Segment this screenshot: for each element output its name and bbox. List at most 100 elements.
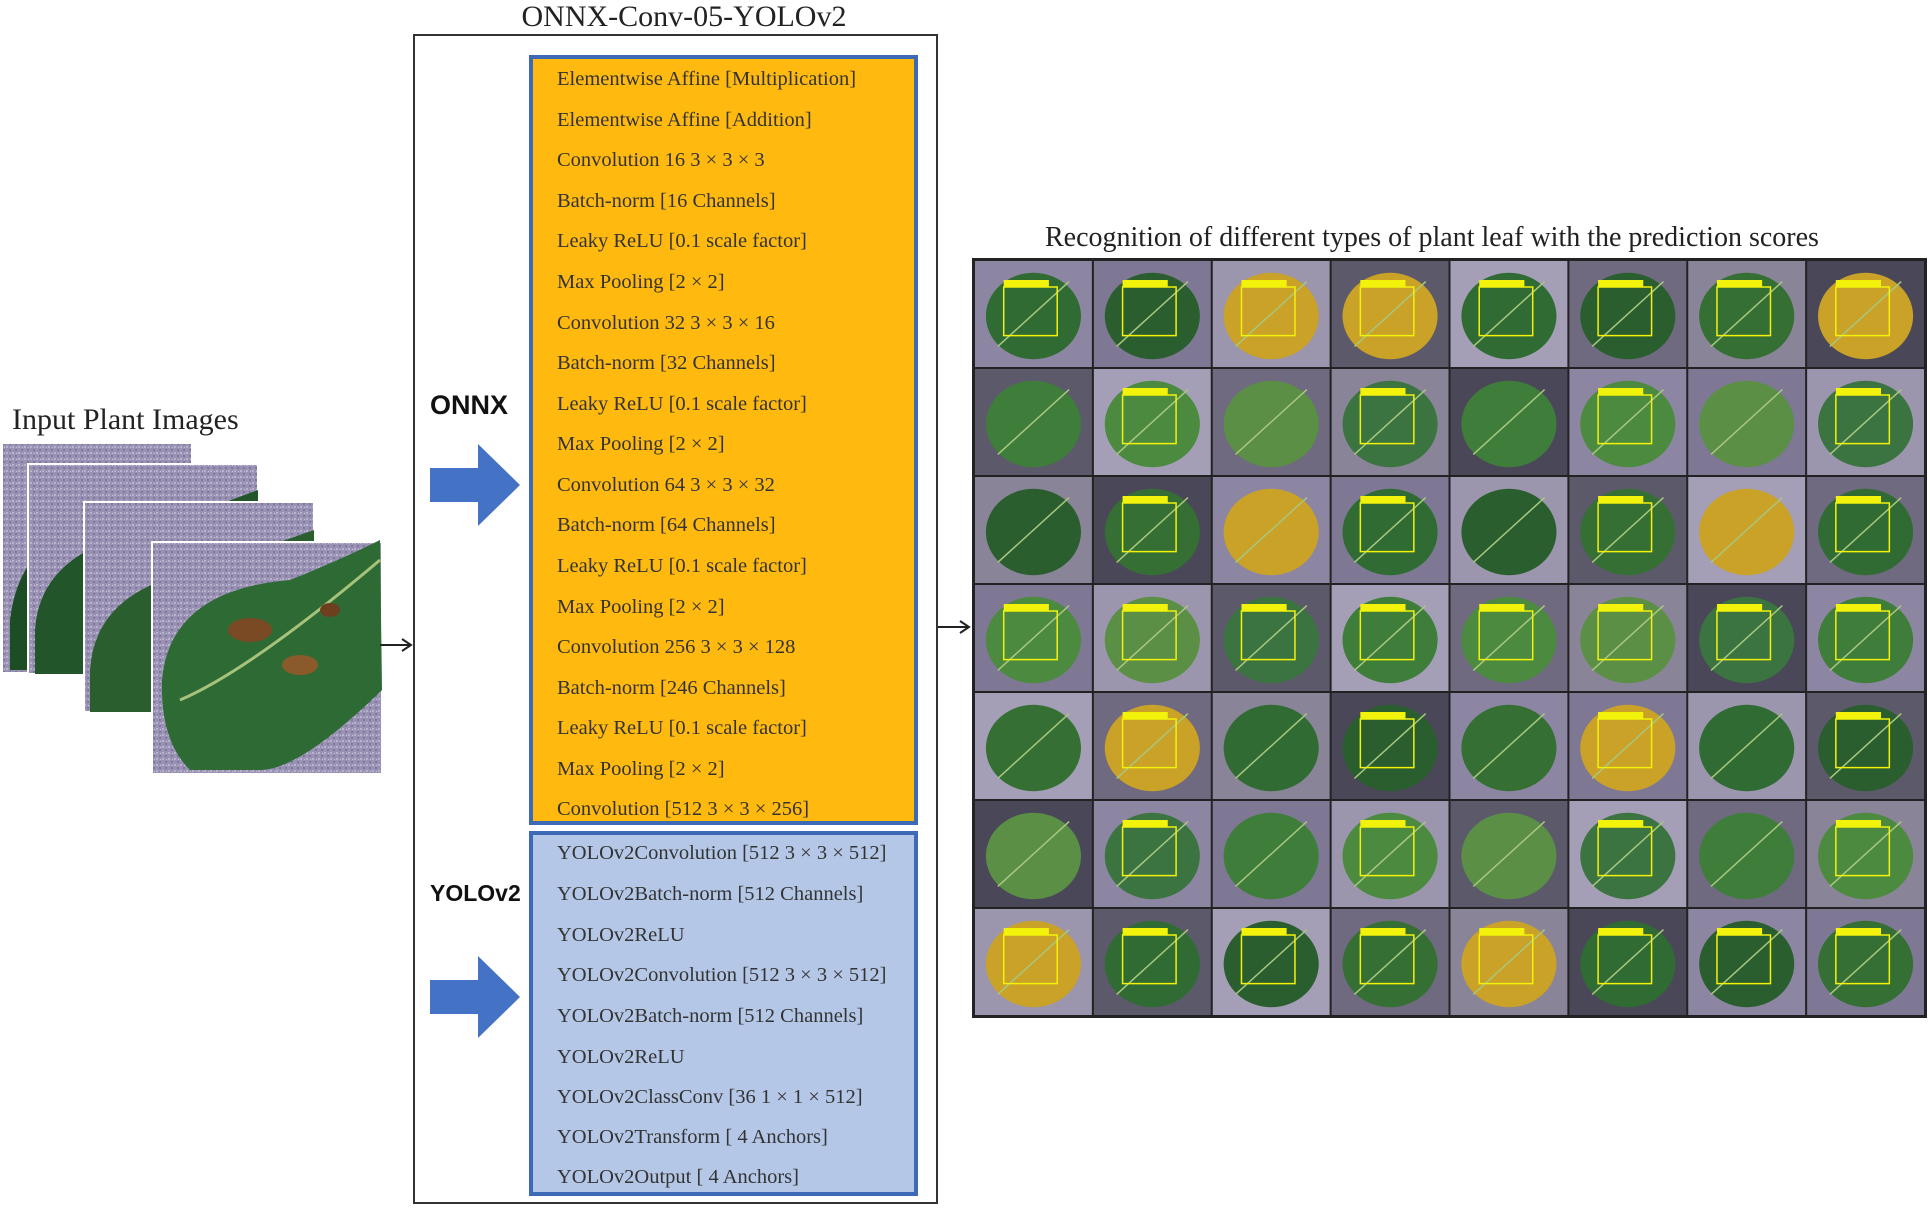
onnx-layer: Convolution 16 3 × 3 × 3: [557, 149, 765, 171]
leaf-shape: [1461, 704, 1557, 792]
leaf-shape: [985, 704, 1081, 792]
result-thumbnail: [1450, 693, 1568, 799]
leaf-vein: [997, 497, 1070, 563]
result-thumbnail: [1093, 801, 1211, 907]
detection-label: [1835, 712, 1882, 719]
leaf-shape: [1223, 380, 1319, 468]
yolov2-layer: YOLOv2Batch-norm [512 Channels]: [557, 883, 864, 905]
yolov2-layer: YOLOv2ReLU: [557, 1046, 685, 1068]
result-thumbnail: [1688, 909, 1806, 1015]
leaf-vein: [1710, 389, 1783, 455]
result-thumbnail: [1450, 801, 1568, 907]
onnx-layer: Max Pooling [2 × 2]: [557, 433, 725, 455]
leaf-vein: [1710, 821, 1783, 887]
onnx-layer: Convolution 256 3 × 3 × 128: [557, 636, 796, 658]
onnx-layer: Convolution [512 3 × 3 × 256]: [557, 798, 810, 820]
result-thumbnail: [1093, 477, 1211, 583]
result-thumbnail: [1807, 585, 1924, 691]
onnx-layer: Leaky ReLU [0.1 scale factor]: [557, 393, 807, 415]
result-thumbnail: [1331, 261, 1449, 367]
detection-label: [1835, 280, 1882, 287]
result-thumbnail: [1212, 261, 1330, 367]
result-thumbnail: [1331, 801, 1449, 907]
leaf-shape: [1699, 704, 1795, 792]
result-thumbnail: [1093, 693, 1211, 799]
result-thumbnail: [1807, 369, 1924, 475]
detection-label: [1360, 712, 1406, 719]
result-thumbnail: [1212, 477, 1330, 583]
leaf-vein: [1710, 497, 1783, 563]
result-thumbnail: [1688, 693, 1806, 799]
detection-label: [1598, 604, 1644, 611]
result-thumbnail: [1093, 585, 1211, 691]
result-thumbnail: [1688, 477, 1806, 583]
leaf-shape: [1223, 488, 1319, 576]
detection-label: [1122, 928, 1168, 935]
yolov2-layer: YOLOv2ReLU: [557, 924, 685, 946]
leaf-shape: [1223, 812, 1319, 900]
yolov2-layer: YOLOv2Transform [ 4 Anchors]: [557, 1126, 828, 1148]
result-thumbnail: [1688, 261, 1806, 367]
detection-label: [1598, 928, 1644, 935]
detection-label: [1360, 928, 1406, 935]
leaf-shape: [1699, 380, 1795, 468]
leaf-vein: [997, 713, 1070, 779]
detection-label: [1003, 280, 1049, 287]
yolov2-arrow-icon: [430, 956, 520, 1038]
leaf-shape: [1461, 812, 1557, 900]
onnx-layer: Elementwise Affine [Addition]: [557, 109, 812, 131]
result-thumbnail: [1569, 261, 1687, 367]
result-thumbnail: [1569, 585, 1687, 691]
leaf-shape: [1461, 380, 1557, 468]
onnx-layer: Max Pooling [2 × 2]: [557, 596, 725, 618]
result-thumbnail: [1569, 909, 1687, 1015]
onnx-layer: Max Pooling [2 × 2]: [557, 271, 725, 293]
result-thumbnail: [1450, 369, 1568, 475]
leaf-shape: [1223, 704, 1319, 792]
detection-label: [1360, 820, 1406, 827]
detection-label: [1360, 280, 1406, 287]
result-thumbnail: [975, 369, 1092, 475]
result-thumbnail: [1807, 261, 1924, 367]
result-thumbnail: [1093, 369, 1211, 475]
yolov2-layer: YOLOv2Batch-norm [512 Channels]: [557, 1005, 864, 1027]
result-thumbnail: [1450, 585, 1568, 691]
leaf-vein: [1235, 389, 1308, 455]
detection-label: [1835, 496, 1882, 503]
leaf-vein: [997, 389, 1070, 455]
detection-label: [1122, 388, 1168, 395]
onnx-layer: Elementwise Affine [Multiplication]: [557, 68, 857, 90]
result-thumbnail: [1450, 261, 1568, 367]
onnx-layer: Convolution 64 3 × 3 × 32: [557, 474, 775, 496]
yolov2-layer: YOLOv2Output [ 4 Anchors]: [557, 1166, 799, 1188]
result-thumbnail: [1331, 585, 1449, 691]
leaf-shape: [1461, 488, 1557, 576]
result-thumbnail: [1331, 477, 1449, 583]
leaf-vein: [1710, 713, 1783, 779]
yolov2-layer: YOLOv2ClassConv [36 1 × 1 × 512]: [557, 1086, 863, 1108]
onnx-layer: Max Pooling [2 × 2]: [557, 758, 725, 780]
detection-label: [1122, 280, 1168, 287]
yolov2-layers-box: YOLOv2Convolution [512 3 × 3 × 512] YOLO…: [529, 831, 918, 1196]
leaf-vein: [1472, 821, 1546, 887]
result-thumbnail: [1688, 585, 1806, 691]
input-to-model-arrow: [380, 638, 413, 652]
result-thumbnail: [1688, 369, 1806, 475]
yolov2-layer: YOLOv2Convolution [512 3 × 3 × 512]: [557, 842, 887, 864]
onnx-layer: Convolution 32 3 × 3 × 16: [557, 312, 775, 334]
onnx-layer: Leaky ReLU [0.1 scale factor]: [557, 230, 807, 252]
result-thumbnail: [975, 909, 1092, 1015]
leaf-shape: [1699, 812, 1795, 900]
result-thumbnail: [1807, 909, 1924, 1015]
detection-label: [1122, 604, 1168, 611]
onnx-layer: Batch-norm [246 Channels]: [557, 677, 786, 699]
result-thumbnail: [975, 801, 1092, 907]
detection-label: [1479, 604, 1525, 611]
detection-label: [1598, 388, 1644, 395]
detection-label: [1835, 604, 1882, 611]
leaf-vein: [1472, 389, 1546, 455]
yolov2-label: YOLOv2: [430, 880, 521, 906]
result-thumbnail: [1212, 585, 1330, 691]
results-grid-frame: [972, 258, 1927, 1018]
detection-label: [1716, 280, 1763, 287]
